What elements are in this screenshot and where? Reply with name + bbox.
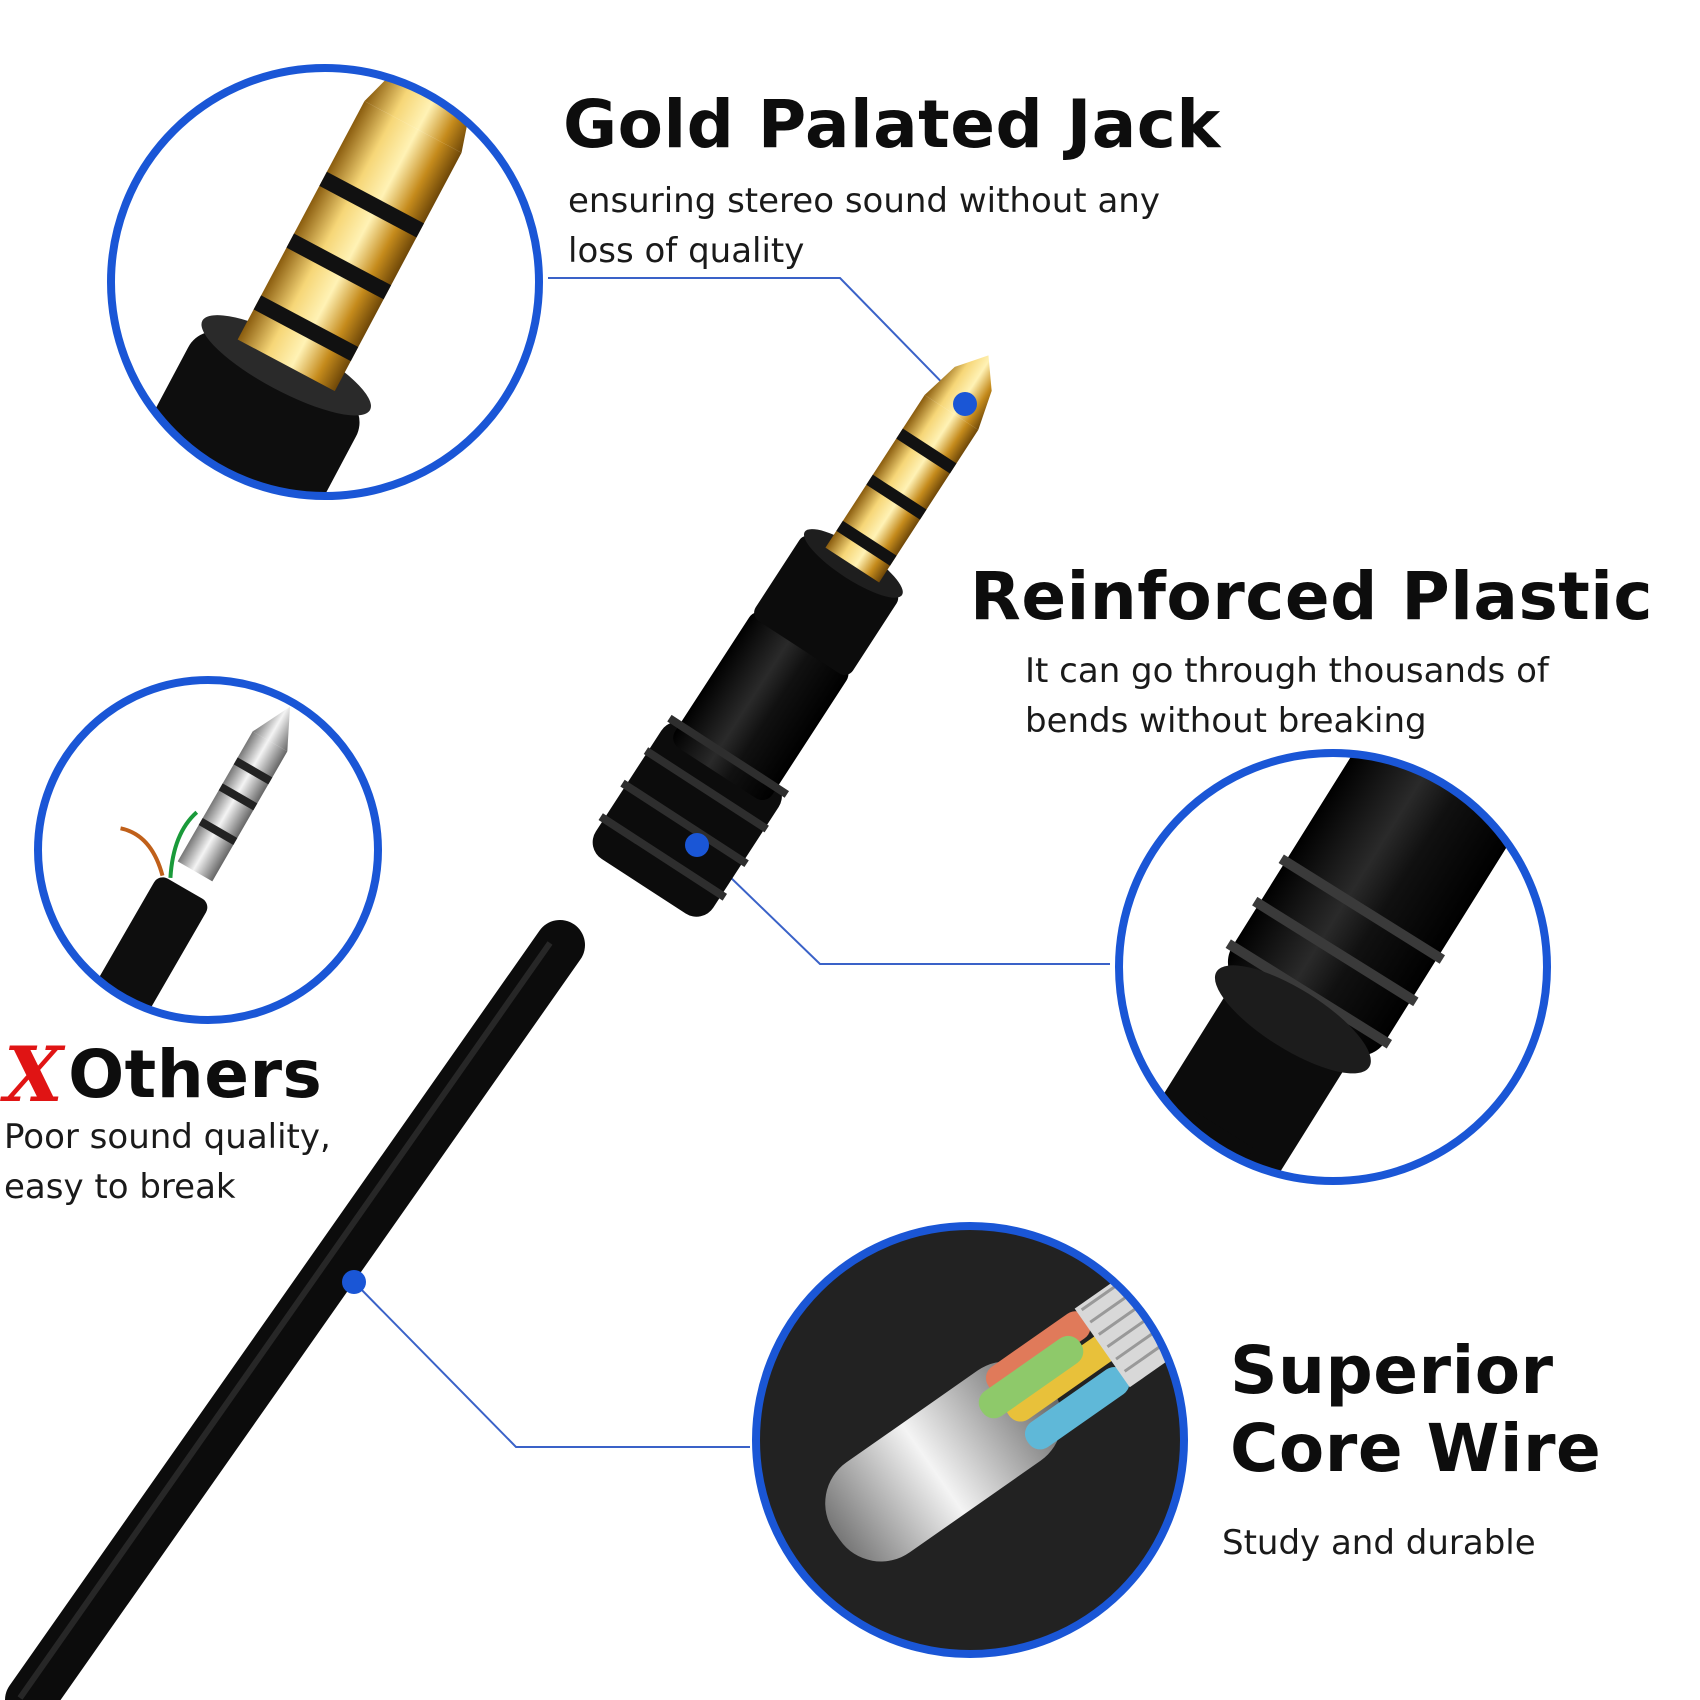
others-heading: X Others xyxy=(4,1030,322,1119)
cross-mark-icon: X xyxy=(4,1030,63,1119)
gold-jack-closeup-icon xyxy=(107,64,543,500)
gold-jack-description: ensuring stereo sound without any loss o… xyxy=(568,176,1160,276)
gold-jack-desc-line-1: ensuring stereo sound without any xyxy=(568,181,1160,221)
callout-line-core-wire xyxy=(353,1281,750,1448)
callout-line-reinforced xyxy=(696,844,1110,965)
others-desc-line-2: easy to break xyxy=(4,1167,236,1207)
callout-lines xyxy=(353,277,1110,1448)
core-wire-closeup-icon xyxy=(752,1222,1188,1658)
gold-jack-title: Gold Palated Jack xyxy=(563,86,1221,163)
main-cable xyxy=(5,355,992,1700)
broken-cable-icon xyxy=(34,676,382,1024)
core-wire-title-line-2: Core Wire xyxy=(1230,1410,1602,1487)
core-wire-title-line-1: Superior xyxy=(1230,1332,1554,1409)
others-description: Poor sound quality, easy to break xyxy=(4,1112,331,1212)
reinforced-desc-line-1: It can go through thousands of xyxy=(1025,651,1549,691)
callout-dot-icon xyxy=(953,392,977,416)
reinforced-plastic-closeup-icon xyxy=(1115,749,1551,1185)
callout-dot-icon xyxy=(342,1270,366,1294)
others-desc-line-1: Poor sound quality, xyxy=(4,1117,331,1157)
core-wire-title: Superior Core Wire xyxy=(1230,1332,1601,1488)
others-title: Others xyxy=(68,1036,323,1113)
callout-dot-icon xyxy=(685,833,709,857)
reinforced-desc-line-2: bends without breaking xyxy=(1025,701,1427,741)
callout-line-gold-jack xyxy=(548,277,964,405)
callout-dots xyxy=(342,392,977,1294)
reinforced-description: It can go through thousands of bends wit… xyxy=(1025,646,1549,746)
reinforced-title: Reinforced Plastic xyxy=(970,558,1654,635)
core-wire-description: Study and durable xyxy=(1222,1523,1536,1563)
gold-jack-desc-line-2: loss of quality xyxy=(568,231,805,271)
